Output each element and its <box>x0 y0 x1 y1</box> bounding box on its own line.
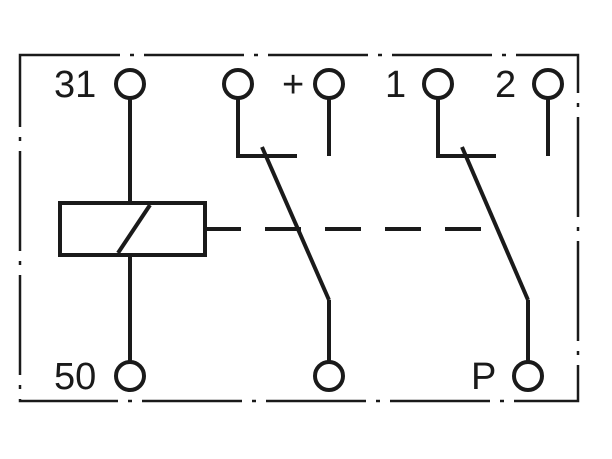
label-plus: + <box>282 64 304 106</box>
terminal-2 <box>532 68 564 100</box>
terminal-plus <box>313 68 345 100</box>
terminal-contact-1-nc <box>222 68 254 100</box>
contact-1-nc-lead <box>236 99 297 158</box>
terminal-31 <box>114 68 146 100</box>
label-2: 2 <box>495 64 516 106</box>
terminal-P <box>512 360 544 392</box>
terminal-contact-1-common <box>313 360 345 392</box>
contact-2-blade <box>460 146 530 301</box>
label-31: 31 <box>54 64 96 106</box>
coil-slash <box>116 203 152 255</box>
housing-frame <box>18 53 580 403</box>
label-P: P <box>471 356 496 398</box>
contact-1-blade <box>260 146 331 301</box>
terminal-50 <box>114 360 146 392</box>
contact-2-nc-lead <box>436 99 496 158</box>
terminal-1 <box>422 68 454 100</box>
label-50: 50 <box>54 356 96 398</box>
label-1: 1 <box>385 64 406 106</box>
